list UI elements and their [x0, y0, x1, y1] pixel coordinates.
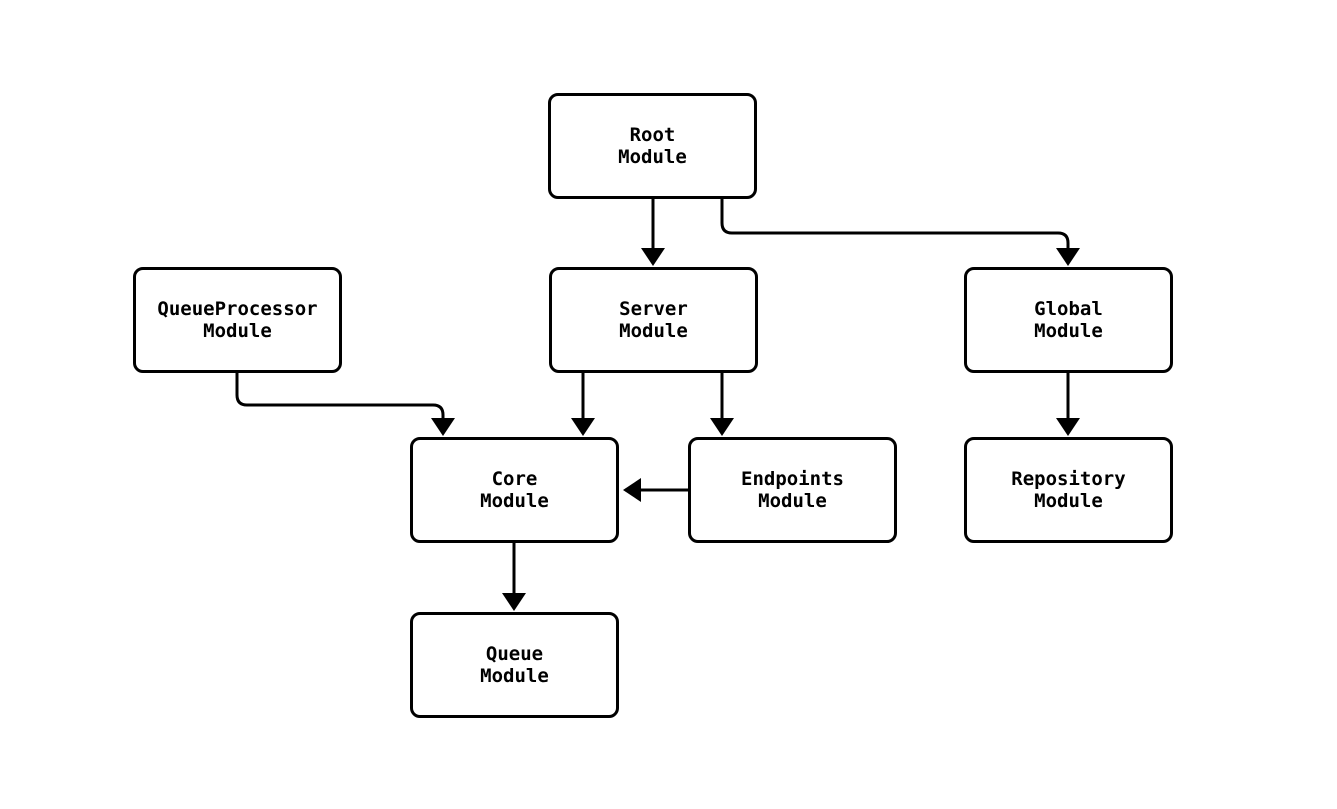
node-label: Module [758, 490, 827, 512]
node-label: Root [629, 124, 676, 146]
node-label: Server [619, 298, 688, 320]
node-label: Module [1034, 320, 1103, 342]
node-core-module: Core Module [410, 437, 619, 543]
node-label: Endpoints [741, 468, 844, 490]
node-root-module: Root Module [548, 93, 757, 199]
node-label: Queue [485, 643, 544, 665]
node-label: Module [618, 146, 687, 168]
node-label: Module [480, 490, 549, 512]
node-queueprocessor-module: QueueProcessor Module [133, 267, 342, 373]
node-label: Module [1034, 490, 1103, 512]
edge-root-to-global [720, 198, 1080, 266]
node-label: Core [491, 468, 538, 490]
node-server-module: Server Module [549, 267, 758, 373]
node-repository-module: Repository Module [964, 437, 1173, 543]
node-queue-module: Queue Module [410, 612, 619, 718]
node-label: Global [1034, 298, 1103, 320]
edge-queueprocessor-to-core [235, 373, 455, 436]
node-label: Module [480, 665, 549, 687]
node-global-module: Global Module [964, 267, 1173, 373]
node-label: Module [619, 320, 688, 342]
node-label: Module [203, 320, 272, 342]
node-label: QueueProcessor [157, 298, 318, 320]
node-endpoints-module: Endpoints Module [688, 437, 897, 543]
node-label: Repository [1011, 468, 1126, 490]
